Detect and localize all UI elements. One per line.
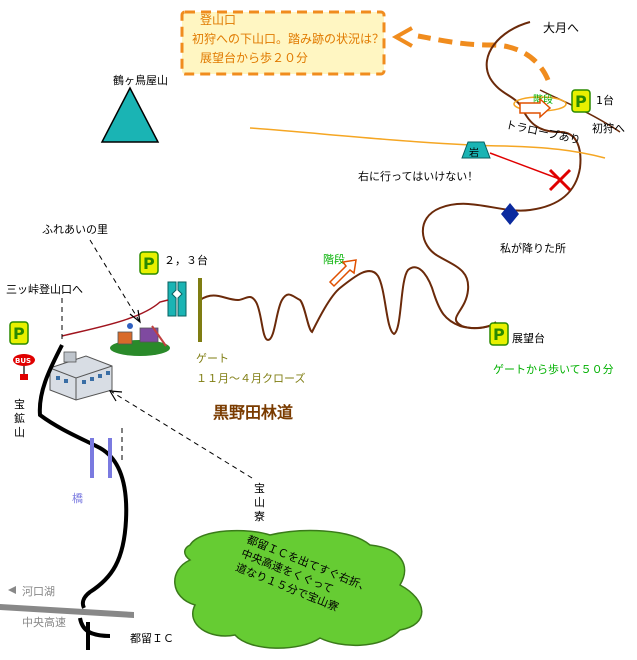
gate-icon [167, 278, 202, 342]
note-line-2: 初狩への下山口。踏み跡の状況は？ [192, 31, 384, 46]
playground-icon [110, 323, 170, 356]
building-icon [49, 351, 113, 401]
chuo-expressway [0, 604, 134, 618]
upper-forest-road [421, 21, 582, 330]
rock-label: 岩 [469, 146, 479, 159]
directions-bubble: 都留ＩＣを出てすぐ右折、 中央高速をくぐって 道なり１５分で宝山寮 [174, 529, 423, 649]
parking-icon: P [143, 254, 155, 273]
label-hatsukari: 初狩へ [592, 121, 625, 135]
label-rope: トラロープあり [504, 118, 581, 147]
parking-23: P [139, 251, 159, 275]
trailhead-note: 登山口 初狩への下山口。踏み跡の状況は？ 展望台から歩２０分 [180, 10, 386, 76]
housanryo-pointer [111, 391, 253, 479]
parking-1: P [571, 89, 591, 113]
access-road [61, 299, 169, 337]
kuronoda-forest-road [199, 266, 496, 342]
label-bridge: 橋 [72, 491, 83, 505]
wrong-way-line [489, 152, 563, 181]
kawaguchiko-arrow-icon [8, 586, 16, 594]
note-line-3: 展望台から歩２０分 [200, 50, 308, 65]
main-road [37, 344, 129, 609]
label-no-right: 右に行ってはいけない！ [358, 169, 478, 183]
note-line-1: 登山口 [200, 12, 236, 27]
label-tsuru-ic: 都留ＩＣ [130, 632, 174, 645]
label-gate-close: １１月～４月クローズ [196, 371, 305, 385]
bus-label: BUS [15, 357, 31, 365]
fureai-pointer [89, 239, 141, 323]
parking-houkozan: P [9, 321, 29, 345]
bus-stop-icon: BUS [13, 354, 35, 380]
parking-icon: P [575, 92, 587, 111]
stairs-arrow-top [519, 97, 552, 119]
label-lot1: 1台 [596, 93, 614, 107]
label-lot23: ２，３台 [164, 253, 208, 267]
label-chuo: 中央高速 [22, 615, 66, 629]
parking-icon: P [493, 325, 505, 344]
ic-road [78, 617, 111, 638]
mountain-icon [100, 86, 160, 143]
label-mitsutoge: 三ッ峠登山口へ [6, 282, 83, 296]
label-observatory: 展望台 [512, 331, 545, 345]
label-tsurugamine: 鶴ヶ鳥屋山 [113, 73, 168, 87]
housanryo-arrowhead [108, 390, 123, 402]
label-fureai: ふれあいの里 [42, 223, 108, 236]
bridge-icon [90, 438, 112, 478]
diamond-icon [501, 203, 519, 225]
x-mark-icon [548, 168, 572, 192]
label-gate: ゲート [196, 352, 229, 365]
label-otsuki: 大月へ [543, 21, 579, 35]
rock-marker: 岩 [461, 141, 491, 159]
label-road-name: 黒野田林道 [213, 403, 293, 422]
label-drop-point: 私が降りた所 [500, 241, 566, 255]
label-houkozan: 宝鉱山 [14, 397, 25, 439]
fureai-arrowhead [129, 309, 141, 324]
stairs-arrow-mid [328, 259, 357, 288]
label-housanryo: 宝山寮 [254, 481, 265, 523]
dashed-route [391, 26, 551, 82]
label-kawaguchiko: 河口湖 [22, 585, 55, 598]
parking-icon: P [13, 324, 25, 343]
label-walk50: ゲートから歩いて５０分 [493, 362, 614, 376]
label-stairs-mid: 階段 [323, 252, 345, 266]
parking-observatory: P [489, 322, 509, 346]
